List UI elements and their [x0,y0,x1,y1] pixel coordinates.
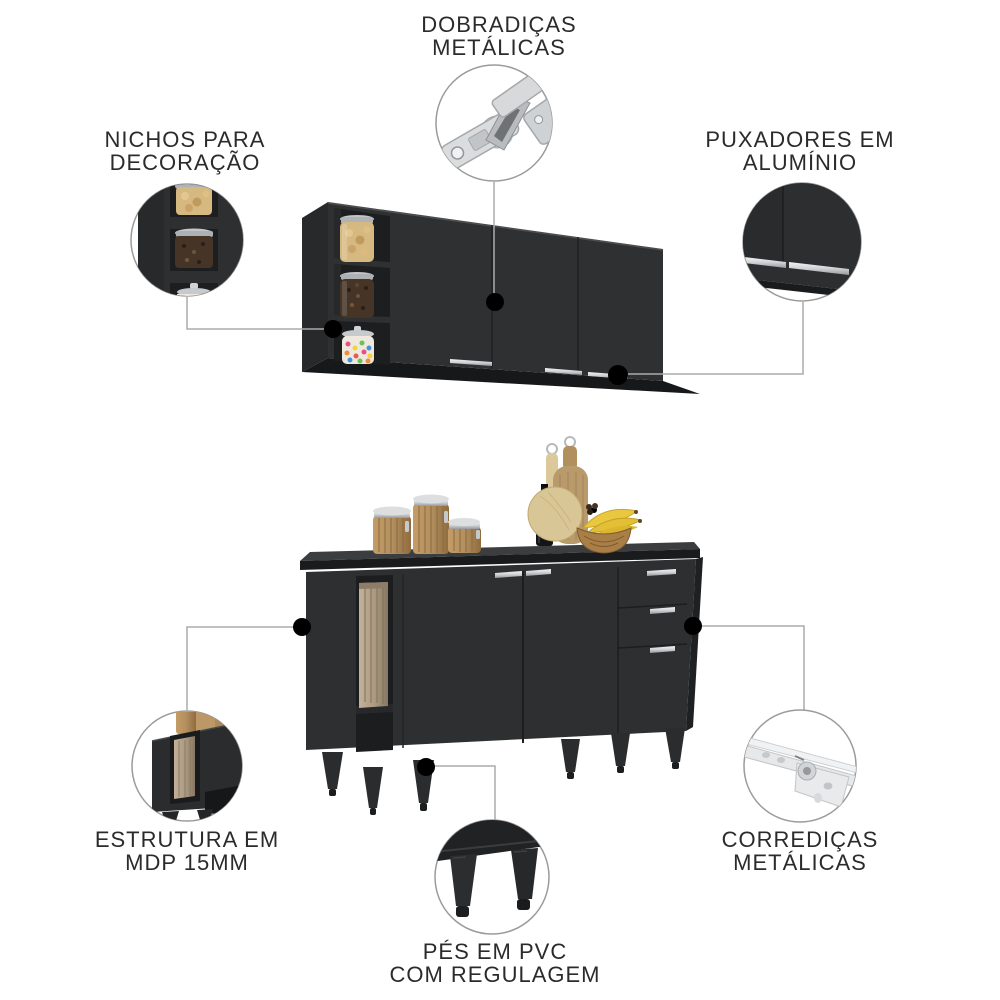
callout-label-niches: NICHOS PARA DECORAÇÃO [105,128,266,174]
drawer-slide-icon [744,736,856,808]
label-line: COM REGULAGEM [389,962,601,987]
callout-label-structure: ESTRUTURA EM MDP 15MM [95,828,279,874]
dot-feet [417,758,435,776]
bananas-bowl [576,503,643,554]
base-door-handles [495,569,676,653]
label-line: PÉS EM PVC [422,939,568,964]
callout-circle-structure [131,710,243,822]
label-line: ALUMÍNIO [742,150,858,175]
label-line: DOBRADIÇAS [421,12,577,37]
callout-circle-feet [434,819,550,935]
dot-slides [684,617,702,635]
towel [359,582,388,708]
dot-niches [324,320,342,338]
decor-jar-candy [342,326,374,364]
dot-structure [293,618,311,636]
label-line: ESTRUTURA EM [94,827,280,852]
aluminum-handle-icon [743,183,861,299]
callout-dots [293,293,702,776]
label-line: CORREDIÇAS [721,827,879,852]
wall-cabinet [302,202,700,394]
callout-label-feet: PÉS EM PVC COM REGULAGEM [389,940,600,986]
label-line: METÁLICAS [432,35,566,60]
callout-circle-niches [130,183,244,297]
callout-circle-slides [743,709,857,823]
dot-hinges [486,293,504,311]
pvc-feet [322,728,685,815]
connector-lines [186,182,805,820]
round-cutting-board [527,486,583,542]
callout-label-handles: PUXADORES EM ALUMÍNIO [705,128,894,174]
countertop-decor [373,436,643,554]
label-line: MDP 15MM [125,850,249,875]
callout-circle-handles [742,182,862,302]
hinge-icon [440,68,552,170]
label-line: METÁLICAS [733,850,867,875]
callout-label-hinges: DOBRADIÇAS METÁLICAS [421,13,576,59]
mdp-structure-icon [151,711,242,821]
callout-label-slides: CORREDIÇAS METÁLICAS [722,828,879,874]
label-line: PUXADORES EM [705,127,895,152]
label-line: DECORAÇÃO [109,150,261,175]
decor-jar-cookies [340,215,374,262]
decor-jar-beans [340,272,374,318]
base-cabinet [300,542,703,815]
callout-circle-hinges [435,64,553,182]
wood-canisters [373,494,481,554]
dot-handles [608,365,628,385]
label-line: NICHOS PARA [104,127,266,152]
